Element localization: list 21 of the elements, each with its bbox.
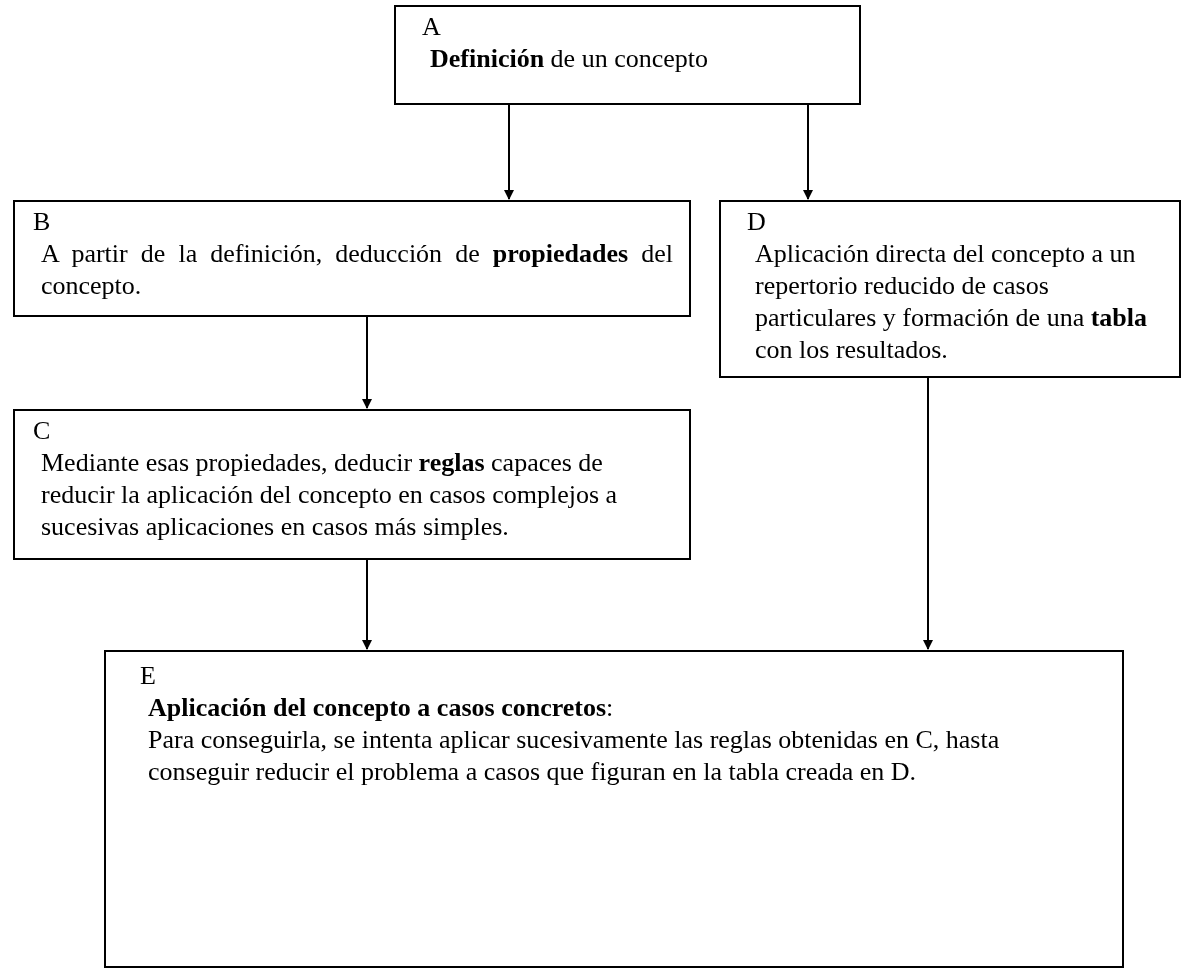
process-box <box>394 5 861 105</box>
arrow <box>504 104 514 200</box>
box-letter: C <box>33 415 52 447</box>
box-letter: D <box>747 206 767 238</box>
box-letter: B <box>33 206 52 238</box>
box-text: Mediante esas propiedades, deducir reglas capaces de reducir la aplicación del concepto en casos complejos a sucesivas aplicaciones en casos más simples. <box>41 447 619 543</box>
process-box <box>13 409 691 560</box>
box-letter: A <box>422 11 442 43</box>
process-box <box>719 200 1181 378</box>
arrow <box>803 104 813 200</box>
process-box <box>13 200 691 317</box>
box-text: Para conseguirla, se intenta aplicar sucesivamente las reglas obtenidas en C, hasta conseguir reducir el problema a casos que figuran en la tabla creada en D. <box>148 724 1001 788</box>
process-box <box>104 650 1124 968</box>
box-text: Definición de un concepto <box>430 43 709 75</box>
arrow <box>362 559 372 650</box>
box-letter: E <box>140 660 157 692</box>
arrow <box>923 377 933 650</box>
box-text: Aplicación directa del concepto a un repertorio reducido de casos particulares y formación de una tabla con los resultados. <box>755 238 1149 366</box>
box-text: A partir de la definición, deducción de propiedades del concepto. <box>41 238 673 302</box>
box-text: Aplicación del concepto a casos concretos: <box>148 692 615 724</box>
arrow <box>362 316 372 409</box>
